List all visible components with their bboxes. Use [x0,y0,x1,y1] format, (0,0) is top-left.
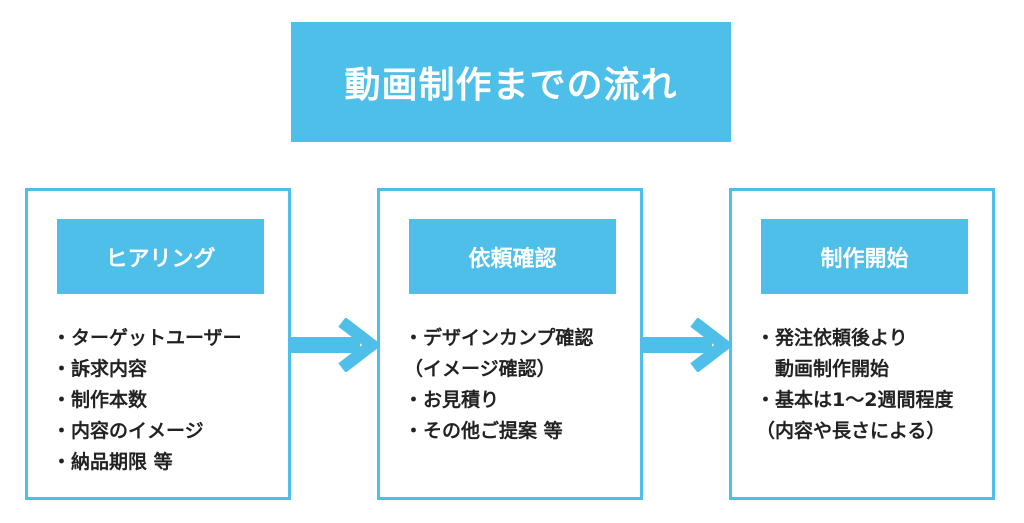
list-item: ・デザインカンプ確認 [404,327,594,349]
list-item: ・訴求内容 [52,358,148,380]
list-item: ・発注依頼後より [756,327,908,349]
step-item-list: ・発注依頼後より 動画制作開始 ・基本は1〜2週間程度 （内容や長さによる） [756,323,953,447]
step-confirmation: 依頼確認 ・デザインカンプ確認 （イメージ確認） ・お見積り ・その他ご提案 等 [377,188,643,500]
arrow-right-icon [642,318,734,372]
list-item: ・基本は1〜2週間程度 [756,389,954,411]
step-hearing: ヒアリング ・ターゲットユーザー ・訴求内容 ・制作本数 ・内容のイメージ ・納… [25,188,291,500]
step-label: 制作開始 [761,219,968,294]
step-production-start: 制作開始 ・発注依頼後より 動画制作開始 ・基本は1〜2週間程度 （内容や長さに… [729,188,995,500]
step-item-list: ・デザインカンプ確認 （イメージ確認） ・お見積り ・その他ご提案 等 [404,323,593,447]
step-label: ヒアリング [57,219,264,294]
list-item: ・制作本数 [52,389,148,411]
step-item-list: ・ターゲットユーザー ・訴求内容 ・制作本数 ・内容のイメージ ・納品期限 等 [52,323,242,478]
list-item: ・その他ご提案 等 [404,420,563,442]
list-item: ・納品期限 等 [52,451,173,473]
title-banner: 動画制作までの流れ [291,22,731,142]
list-item: （内容や長さによる） [756,420,946,442]
arrow-right-icon [290,318,382,372]
list-item: ・内容のイメージ [52,420,204,442]
list-item: 動画制作開始 [756,358,890,380]
list-item: ・お見積り [404,389,500,411]
diagram-title: 動画制作までの流れ [344,65,678,106]
step-label: 依頼確認 [409,219,616,294]
list-item: （イメージ確認） [404,358,556,380]
list-item: ・ターゲットユーザー [52,327,242,349]
